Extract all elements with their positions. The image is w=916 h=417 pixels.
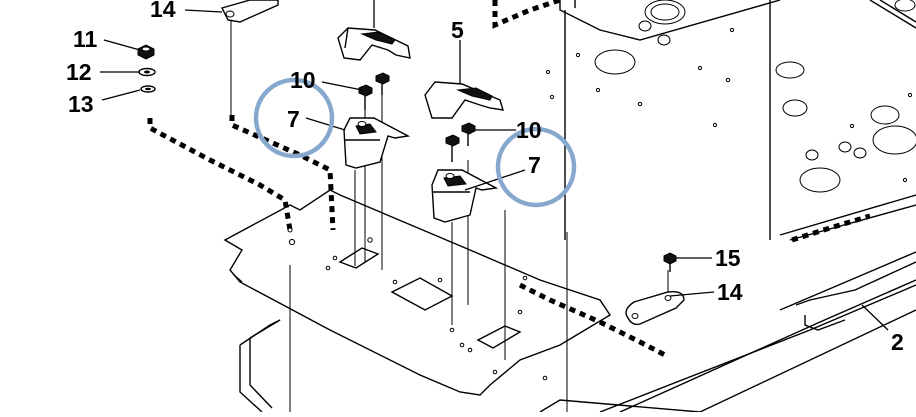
callout-14-right: 14 xyxy=(717,279,743,305)
bracket-5-upper xyxy=(337,27,411,61)
bracket-7-left xyxy=(343,117,411,169)
callout-10-left: 10 xyxy=(290,67,316,93)
callout-labels: 14 11 12 13 5 10 7 10 7 15 14 2 xyxy=(66,0,904,355)
dashed-route-top xyxy=(492,0,561,29)
dashed-route-lower xyxy=(518,282,667,358)
bracket-5-lower xyxy=(424,81,504,119)
leader-lines xyxy=(100,0,889,331)
highlight-circle-left xyxy=(253,77,335,159)
callout-14-top: 14 xyxy=(150,0,176,22)
callout-7-left: 7 xyxy=(287,106,300,132)
callout-13: 13 xyxy=(68,91,94,117)
callout-5: 5 xyxy=(451,17,464,43)
callout-15: 15 xyxy=(715,245,741,271)
highlight-circle-right xyxy=(495,126,577,208)
dashed-route-mid xyxy=(229,115,336,231)
plate-14-top xyxy=(220,0,279,23)
dashed-route-left xyxy=(147,118,293,231)
callout-12: 12 xyxy=(66,59,92,85)
upper-floor-panel xyxy=(545,0,916,243)
lower-floor-plate xyxy=(223,189,611,396)
callout-11: 11 xyxy=(73,26,98,52)
washer-stack xyxy=(137,44,156,93)
frame-rails xyxy=(239,251,916,413)
bracket-7-right xyxy=(431,169,499,223)
callout-10-right: 10 xyxy=(516,117,542,143)
bolts xyxy=(358,72,677,272)
plate-14-right xyxy=(625,290,685,326)
callout-7-right: 7 xyxy=(528,152,541,178)
callout-2: 2 xyxy=(891,329,904,355)
